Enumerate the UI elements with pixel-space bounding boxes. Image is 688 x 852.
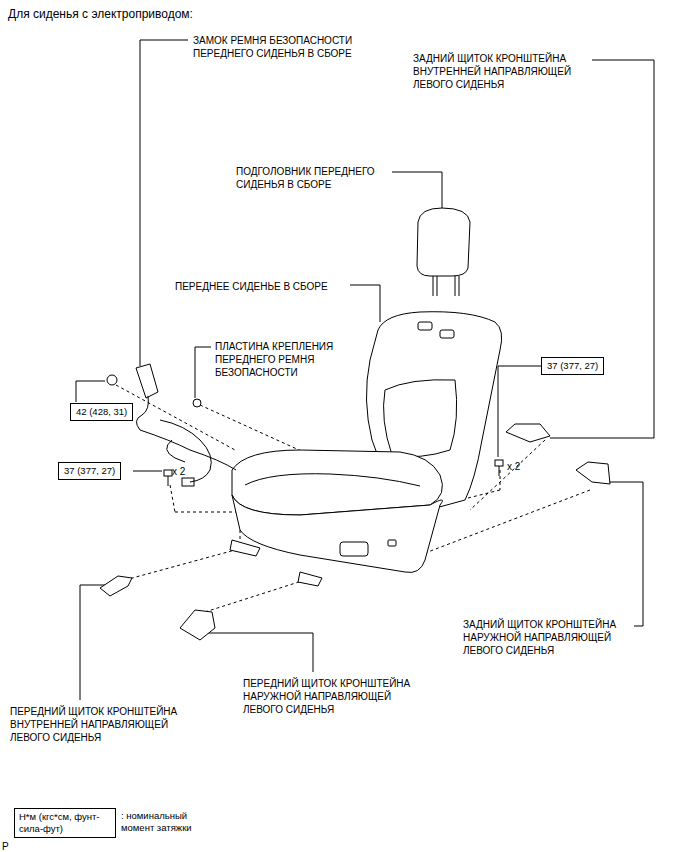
part-label: ПЕРЕДНИЙ ЩИТОК КРОНШТЕЙНА ВНУТРЕННЕЙ НАП… xyxy=(10,705,200,744)
part-label: ПЕРЕДНЕЕ СИДЕНЬЕ В СБОРЕ xyxy=(175,280,328,293)
torque-box: 37 (377, 27) xyxy=(541,357,604,375)
node-text: 37 (377, 27) xyxy=(547,360,598,372)
part-label: ПЕРЕДНИЙ ЩИТОК КРОНШТЕЙНА НАРУЖНОЙ НАПРА… xyxy=(243,677,433,716)
part-label: x 2 xyxy=(507,460,520,473)
torque-box: 37 (377, 27) xyxy=(58,462,121,480)
node-text: 42 (428, 31) xyxy=(76,406,127,418)
node-text: Н*м (кгс*см, фунт-сила-фут) xyxy=(19,811,111,835)
part-label: ПЛАСТИНА КРЕПЛЕНИЯ ПЕРЕДНЕГО РЕМНЯ БЕЗОП… xyxy=(215,340,355,379)
part-label: ЗАДНИЙ ЩИТОК КРОНШТЕЙНА ВНУТРЕННЕЙ НАПРА… xyxy=(413,52,593,91)
part-label: ЗАМОК РЕМНЯ БЕЗОПАСНОСТИ ПЕРЕДНЕГО СИДЕН… xyxy=(193,34,383,60)
diagram-title: Для сиденья с электроприводом: xyxy=(8,7,193,21)
part-label: ЗАДНИЙ ЩИТОК КРОНШТЕЙНА НАРУЖНОЙ НАПРАВЛ… xyxy=(463,618,638,657)
legend-note: : номинальный момент затяжки xyxy=(121,810,221,834)
legend-box: Н*м (кгс*см, фунт-сила-фут): номинальный… xyxy=(14,808,116,838)
torque-box: 42 (428, 31) xyxy=(70,403,133,421)
part-label: x 2 xyxy=(172,465,185,478)
node-text: 37 (377, 27) xyxy=(64,465,115,477)
part-label: P xyxy=(2,840,9,852)
part-label: ПОДГОЛОВНИК ПЕРЕДНЕГО СИДЕНЬЯ В СБОРЕ xyxy=(236,165,396,191)
